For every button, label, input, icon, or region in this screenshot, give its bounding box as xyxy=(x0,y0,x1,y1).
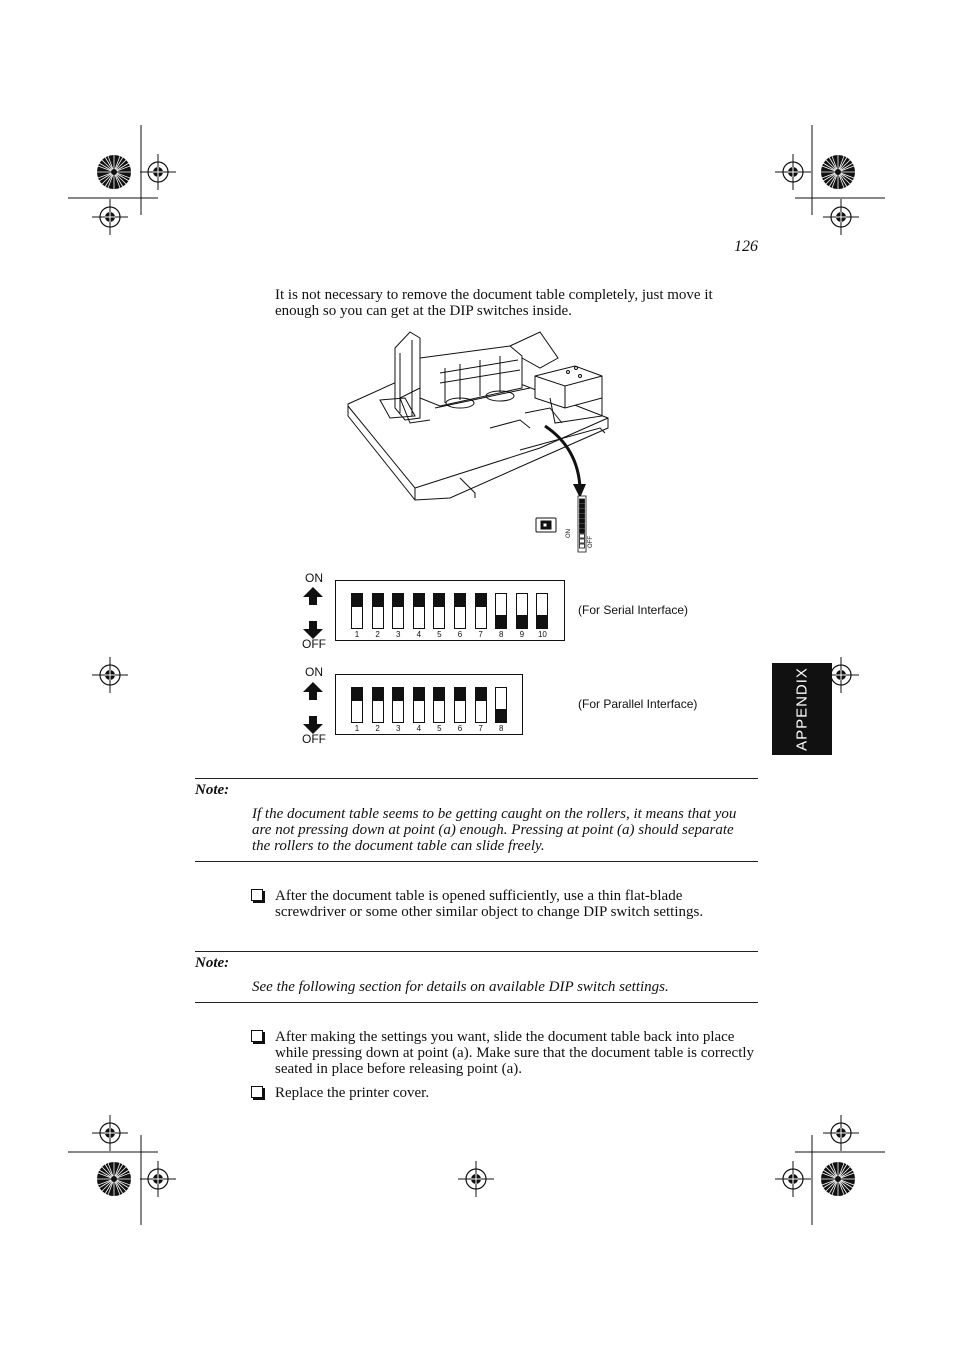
step1-text: After the document table is opened suffi… xyxy=(275,888,704,920)
dip-switch-1: 1 xyxy=(351,687,363,733)
dip-switch-knob xyxy=(537,615,548,628)
dip-switch-3: 3 xyxy=(392,593,405,639)
dip-switch-knob xyxy=(393,688,404,701)
note2-text: See the following section for details on… xyxy=(252,979,669,995)
dip-switch-number: 7 xyxy=(478,630,483,639)
dip-switch-knob xyxy=(475,594,486,607)
dip-switch-number: 3 xyxy=(395,630,401,639)
step2-checkbox-icon xyxy=(251,1030,263,1046)
page-number: 126 xyxy=(734,238,758,255)
dip-switch-2: 2 xyxy=(371,593,384,639)
dip-switch-knob xyxy=(434,594,445,607)
dip-switch-number: 5 xyxy=(437,724,442,733)
dip-switch-number: 4 xyxy=(416,630,422,639)
dip-switch-number: 7 xyxy=(478,724,483,733)
dip-switch-number: 9 xyxy=(519,630,525,639)
parallel-on-label: ON xyxy=(305,665,323,679)
serial-dip-switch-block: 1 2 3 4 5 6 7 8 9 10 xyxy=(335,580,565,641)
dip-switch-8: 8 xyxy=(495,687,508,733)
dip-switch-knob xyxy=(475,688,486,701)
dip-switch-number: 6 xyxy=(457,630,463,639)
dip-switch-knob xyxy=(496,709,507,722)
intro-paragraph: It is not necessary to remove the docume… xyxy=(275,287,713,319)
step3-text: Replace the printer cover. xyxy=(275,1085,430,1101)
dip-switch-3: 3 xyxy=(392,687,405,733)
dip-switch-number: 5 xyxy=(437,630,442,639)
dip-switch-knob xyxy=(372,594,383,607)
dip-switch-knob xyxy=(413,688,424,701)
appendix-tab-label: APPENDIX xyxy=(793,667,811,751)
dip-switch-knob xyxy=(455,594,465,607)
dip-switch-number: 2 xyxy=(375,630,380,639)
dip-switch-5: 5 xyxy=(433,687,446,733)
dip-switch-number: 1 xyxy=(354,724,360,733)
dip-switch-7: 7 xyxy=(474,687,487,733)
dip-switch-knob xyxy=(372,688,383,701)
dip-switch-number: 10 xyxy=(537,630,547,639)
step1-checkbox-icon xyxy=(251,889,263,905)
dip-switch-4: 4 xyxy=(412,593,425,639)
strip-on-label: ON xyxy=(566,529,572,538)
serial-on-label: ON xyxy=(305,571,323,585)
dip-switch-number: 4 xyxy=(416,724,422,733)
dip-switch-knob xyxy=(413,594,424,607)
dip-switch-4: 4 xyxy=(412,687,425,733)
dip-switch-2: 2 xyxy=(371,687,384,733)
dip-switch-6: 6 xyxy=(454,593,466,639)
parallel-off-label: OFF xyxy=(302,732,326,746)
note1-bottom-rule xyxy=(195,861,758,862)
serial-on-off-arrow-icon xyxy=(303,587,323,639)
dip-switch-knob xyxy=(352,688,362,701)
note2-label: Note: xyxy=(195,955,230,971)
parallel-caption: (For Parallel Interface) xyxy=(578,697,698,711)
dip-switch-knob xyxy=(455,688,465,701)
step2-text: After making the settings you want, slid… xyxy=(275,1029,755,1077)
dip-switch-number: 8 xyxy=(498,630,504,639)
parallel-on-off-arrow-icon xyxy=(303,682,323,734)
dip-switch-5: 5 xyxy=(433,593,446,639)
dip-switch-number: 8 xyxy=(498,724,504,733)
dip-switch-9: 9 xyxy=(515,593,528,639)
appendix-tab: APPENDIX xyxy=(772,663,832,755)
note2-bottom-rule xyxy=(195,1002,758,1003)
serial-off-label: OFF xyxy=(302,637,326,651)
dip-switch-number: 6 xyxy=(457,724,463,733)
printer-illustration xyxy=(347,331,609,553)
dip-switch-number: 1 xyxy=(354,630,360,639)
note1-top-rule xyxy=(195,778,758,779)
dip-switch-10: 10 xyxy=(536,593,549,639)
dip-switch-knob xyxy=(516,615,527,628)
dip-switch-knob xyxy=(352,594,362,607)
dip-switch-1: 1 xyxy=(351,593,363,639)
step3-checkbox-icon xyxy=(251,1086,263,1102)
dip-switch-8: 8 xyxy=(495,593,508,639)
dip-switch-7: 7 xyxy=(474,593,487,639)
dip-switch-number: 2 xyxy=(375,724,380,733)
note2-top-rule xyxy=(195,951,758,952)
dip-switch-knob xyxy=(434,688,445,701)
dip-switch-6: 6 xyxy=(454,687,466,733)
serial-caption: (For Serial Interface) xyxy=(578,603,689,617)
dip-switch-number: 3 xyxy=(395,724,401,733)
note1-label: Note: xyxy=(195,782,230,798)
dip-switch-knob xyxy=(496,615,507,628)
parallel-dip-switch-block: 1 2 3 4 5 6 7 8 xyxy=(335,674,523,735)
note1-text: If the document table seems to be gettin… xyxy=(252,806,737,854)
strip-off-label: OFF xyxy=(588,536,594,548)
dip-switch-knob xyxy=(393,594,404,607)
